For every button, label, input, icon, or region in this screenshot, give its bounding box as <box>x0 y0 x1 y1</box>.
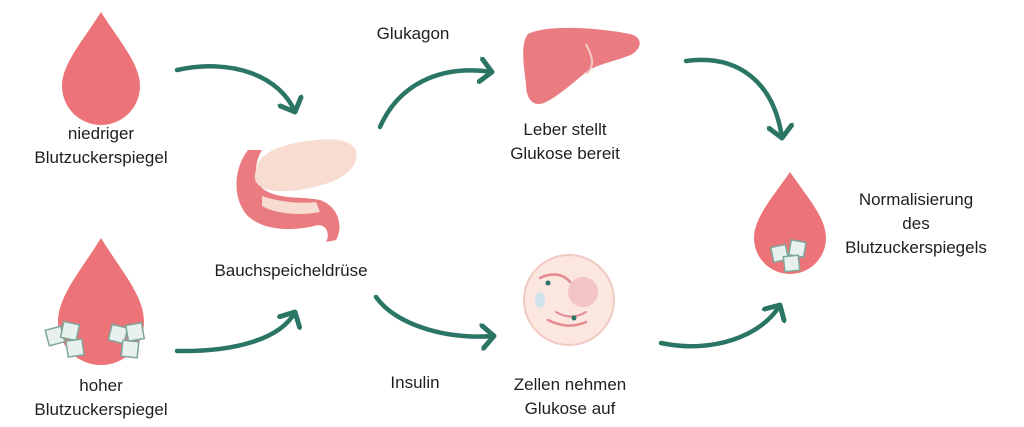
blood-drop-normal-icon <box>754 172 826 274</box>
pancreas-label: Bauchspeicheldrüse <box>214 261 368 280</box>
sugar-cube-icon <box>769 239 807 273</box>
cell-icon <box>523 254 615 346</box>
arrow-icon <box>658 305 780 349</box>
arrow-icon <box>373 294 494 337</box>
low-blood-sugar-label: niedriger Blutzuckerspiegel <box>34 124 168 167</box>
liver-icon <box>523 27 640 104</box>
arrow-icon <box>174 312 295 354</box>
glucagon-label: Glukagon <box>376 24 450 43</box>
sugar-cube-icon <box>44 320 146 359</box>
insulin-label: Insulin <box>390 373 440 392</box>
liver-label: Leber stellt Glukose bereit <box>510 120 620 163</box>
blood-drop-icon <box>62 12 140 125</box>
arrow-icon <box>683 57 782 138</box>
cells-label: Zellen nehmen Glukose auf <box>513 375 627 418</box>
normalization-label: Normalisierung des Blutzuckerspiegels <box>845 190 987 257</box>
pancreas-icon <box>236 139 357 242</box>
arrow-icon <box>377 70 492 130</box>
arrow-icon <box>174 64 295 112</box>
high-blood-sugar-label: hoher Blutzuckerspiegel <box>34 376 168 419</box>
blood-drop-sugar-icon <box>44 238 146 366</box>
